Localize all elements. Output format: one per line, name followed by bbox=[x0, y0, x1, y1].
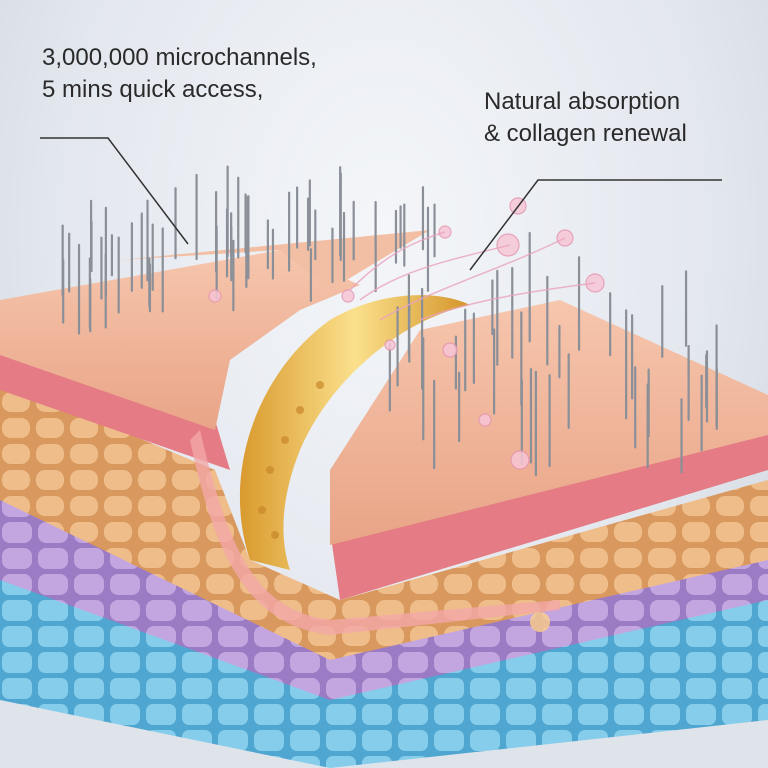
annotation-right-line2: & collagen renewal bbox=[484, 120, 687, 147]
fat-cell-layer bbox=[0, 380, 768, 660]
purple-cell-layer bbox=[0, 455, 768, 700]
annotation-microchannels: 3,000,000 microchannels, 5 mins quick ac… bbox=[42, 42, 317, 106]
epidermis-top-surface bbox=[120, 230, 430, 290]
leader-line-right bbox=[469, 179, 722, 271]
dermis-right bbox=[330, 430, 768, 600]
glow-spark bbox=[530, 612, 550, 632]
leader-line-left bbox=[40, 137, 189, 245]
serum-strands bbox=[349, 231, 596, 321]
serum-bubbles bbox=[208, 197, 605, 470]
dermis-left bbox=[0, 345, 230, 470]
serum-droplets bbox=[258, 381, 324, 539]
annotation-right-line1: Natural absorption bbox=[484, 88, 681, 115]
annotation-absorption: Natural absorption & collagen renewal bbox=[484, 86, 687, 150]
serum-channel bbox=[239, 295, 470, 570]
annotation-left-line1: 3,000,000 microchannels, bbox=[42, 44, 317, 71]
annotation-left-line2: 5 mins quick access, bbox=[42, 76, 264, 103]
